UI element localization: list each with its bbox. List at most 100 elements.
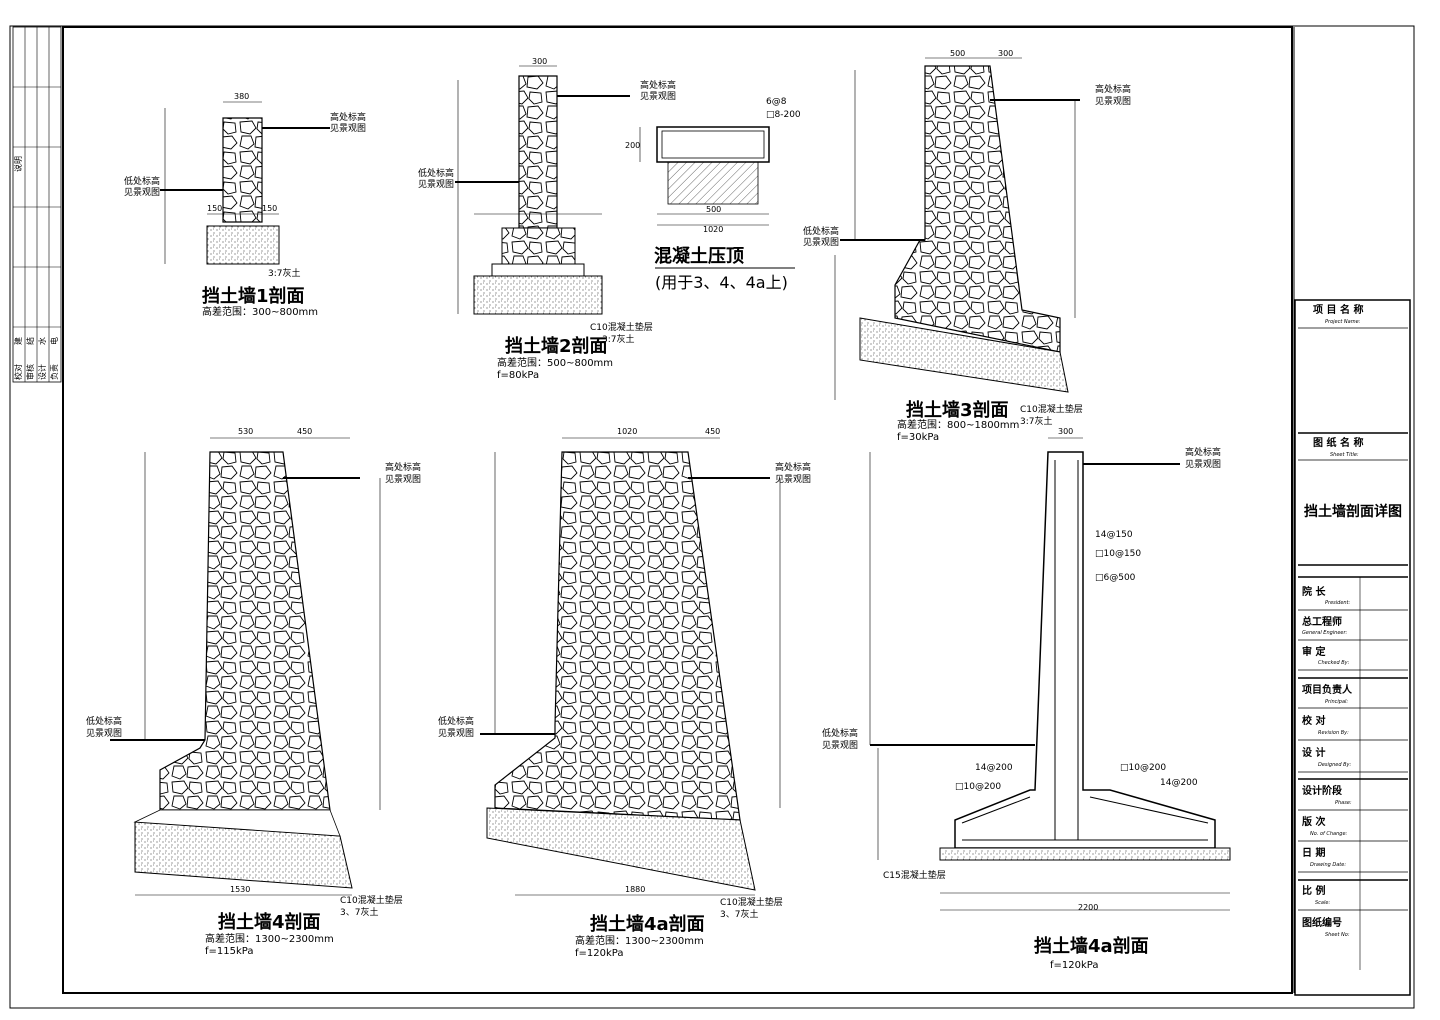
wall-4-note: 3、7灰土 <box>340 906 378 918</box>
tb-row: 项目负责人 <box>1302 683 1353 696</box>
wall-2-range: 高差范围：500~800mm <box>497 356 613 369</box>
wall-4a-bearing: f=120kPa <box>575 948 624 959</box>
label-low: 低处标高 <box>803 225 839 237</box>
wall-4-layer: C10混凝土垫层 <box>340 894 403 906</box>
margin-role: 负责 <box>49 364 59 380</box>
concrete-cap-section <box>639 126 795 269</box>
tb-row: 版 次 <box>1302 815 1325 828</box>
tb-row: 校 对 <box>1302 714 1325 727</box>
wall-3-dim: 300 <box>998 49 1013 58</box>
margin-disc: 水 <box>37 337 47 345</box>
title-block <box>1293 27 1411 996</box>
wall-3-section <box>834 57 1080 400</box>
wall-4a-rc-layer: C15混凝土垫层 <box>883 869 946 881</box>
wall-4-title: 挡土墙4剖面 <box>218 911 321 933</box>
wall-4a-rc-rebar: □6@500 <box>1095 573 1136 583</box>
tb-row: 设计阶段 <box>1302 784 1342 797</box>
wall-3-title: 挡土墙3剖面 <box>906 399 1009 421</box>
tb-row-en: Principal: <box>1325 699 1348 705</box>
wall-4a-rc-rebar: 14@150 <box>1095 530 1133 540</box>
wall-4a-rc-title: 挡土墙4a剖面 <box>1034 935 1149 957</box>
tb-row: 比 例 <box>1302 884 1325 897</box>
tb-project: 项 目 名 称 <box>1313 303 1363 316</box>
label-high2: 见景观图 <box>1185 459 1221 470</box>
wall-4-section <box>110 437 381 896</box>
wall-4a-stone-section <box>480 437 781 896</box>
label-low: 低处标高 <box>438 715 474 727</box>
wall-3-range: 高差范围：800~1800mm <box>897 418 1019 431</box>
tb-row: 图纸编号 <box>1302 916 1342 929</box>
label-high: 高处标高 <box>775 461 811 473</box>
label-high: 高处标高 <box>330 111 366 123</box>
wall-2-bearing: f=80kPa <box>497 370 539 381</box>
wall-4a-range: 高差范围：1300~2300mm <box>575 934 704 947</box>
tb-row-en: President: <box>1325 600 1351 606</box>
wall-4a-title: 挡土墙4a剖面 <box>590 913 705 935</box>
tb-project-en: Project Name: <box>1325 319 1361 325</box>
margin-disc: 电 <box>49 337 59 345</box>
wall-4a-rc-rebar: □10@150 <box>1095 549 1141 559</box>
tb-row: 日 期 <box>1302 846 1325 859</box>
label-high2: 见景观图 <box>385 474 421 485</box>
wall-4a-rc-rebar: □10@200 <box>1120 763 1166 773</box>
cap-dim: 1020 <box>703 225 723 234</box>
cap-note: (用于3、4、4a上) <box>655 273 788 292</box>
tb-drawing-title: 挡土墙剖面详图 <box>1304 503 1402 520</box>
label-low2: 见景观图 <box>418 179 454 190</box>
margin-disc: 建 <box>13 337 23 345</box>
wall-4-bearing: f=115kPa <box>205 946 254 957</box>
tb-row-en: Designed By: <box>1318 762 1351 768</box>
wall-4a-dim: 1020 <box>617 427 637 436</box>
label-low2: 见景观图 <box>803 237 839 248</box>
wall-4a-rc-bearing: f=120kPa <box>1050 960 1099 971</box>
cap-rebar-top: 6@8 <box>766 97 787 107</box>
wall-4a-note: 3、7灰土 <box>720 908 758 920</box>
tb-row-en: Checked By: <box>1318 660 1350 666</box>
label-low2: 见景观图 <box>438 728 474 739</box>
cap-title: 混凝土压顶 <box>654 245 744 267</box>
label-low: 低处标高 <box>822 727 858 739</box>
wall-4a-rc-rebar: 14@200 <box>975 763 1013 773</box>
wall-1-dim: 380 <box>234 92 249 101</box>
margin-note: 说明 <box>13 156 23 172</box>
tb-row: 院 长 <box>1302 585 1326 598</box>
wall-4a-dim: 450 <box>705 427 720 436</box>
wall-2-dim: 300 <box>532 57 547 66</box>
tb-row: 总工程师 <box>1302 615 1342 628</box>
wall-4a-rc-rebar: □10@200 <box>955 782 1001 792</box>
wall-4-dim: 1530 <box>230 885 250 894</box>
label-high2: 见景观图 <box>1095 96 1131 107</box>
label-low: 低处标高 <box>418 167 454 179</box>
label-high: 高处标高 <box>1095 83 1131 95</box>
wall-4-dim: 450 <box>297 427 312 436</box>
wall-4a-layer: C10混凝土垫层 <box>720 896 783 908</box>
label-high: 高处标高 <box>1185 446 1221 458</box>
margin-role: 校对 <box>13 364 23 380</box>
tb-row-en: Drawing Date: <box>1310 862 1346 868</box>
wall-3-dim: 500 <box>950 49 965 58</box>
wall-4a-rc-rebar: 14@200 <box>1160 778 1198 788</box>
wall-1-dim: 150 <box>207 204 222 213</box>
tb-row-en: Sheet No: <box>1325 932 1350 938</box>
wall-2-title: 挡土墙2剖面 <box>505 335 608 357</box>
label-low2: 见景观图 <box>124 187 160 198</box>
wall-1-section <box>160 101 330 265</box>
wall-2-section <box>455 65 630 315</box>
tb-drawing: 图 纸 名 称 <box>1313 436 1363 449</box>
wall-2-note: 3:7灰土 <box>602 333 635 345</box>
label-high: 高处标高 <box>640 79 676 91</box>
tb-row: 设 计 <box>1302 746 1325 759</box>
wall-4-range: 高差范围：1300~2300mm <box>205 932 334 945</box>
margin-strip <box>12 26 62 383</box>
label-low2: 见景观图 <box>86 728 122 739</box>
tb-row-en: Revision By: <box>1318 730 1349 736</box>
wall-1-title: 挡土墙1剖面 <box>202 285 305 307</box>
wall-4-dim: 530 <box>238 427 253 436</box>
label-low2: 见景观图 <box>822 740 858 751</box>
margin-role: 设计 <box>37 364 47 380</box>
tb-drawing-en: Sheet Title: <box>1330 452 1359 458</box>
wall-1-note: 3:7灰土 <box>268 267 301 279</box>
cap-rebar-stir: □8-200 <box>766 110 801 120</box>
